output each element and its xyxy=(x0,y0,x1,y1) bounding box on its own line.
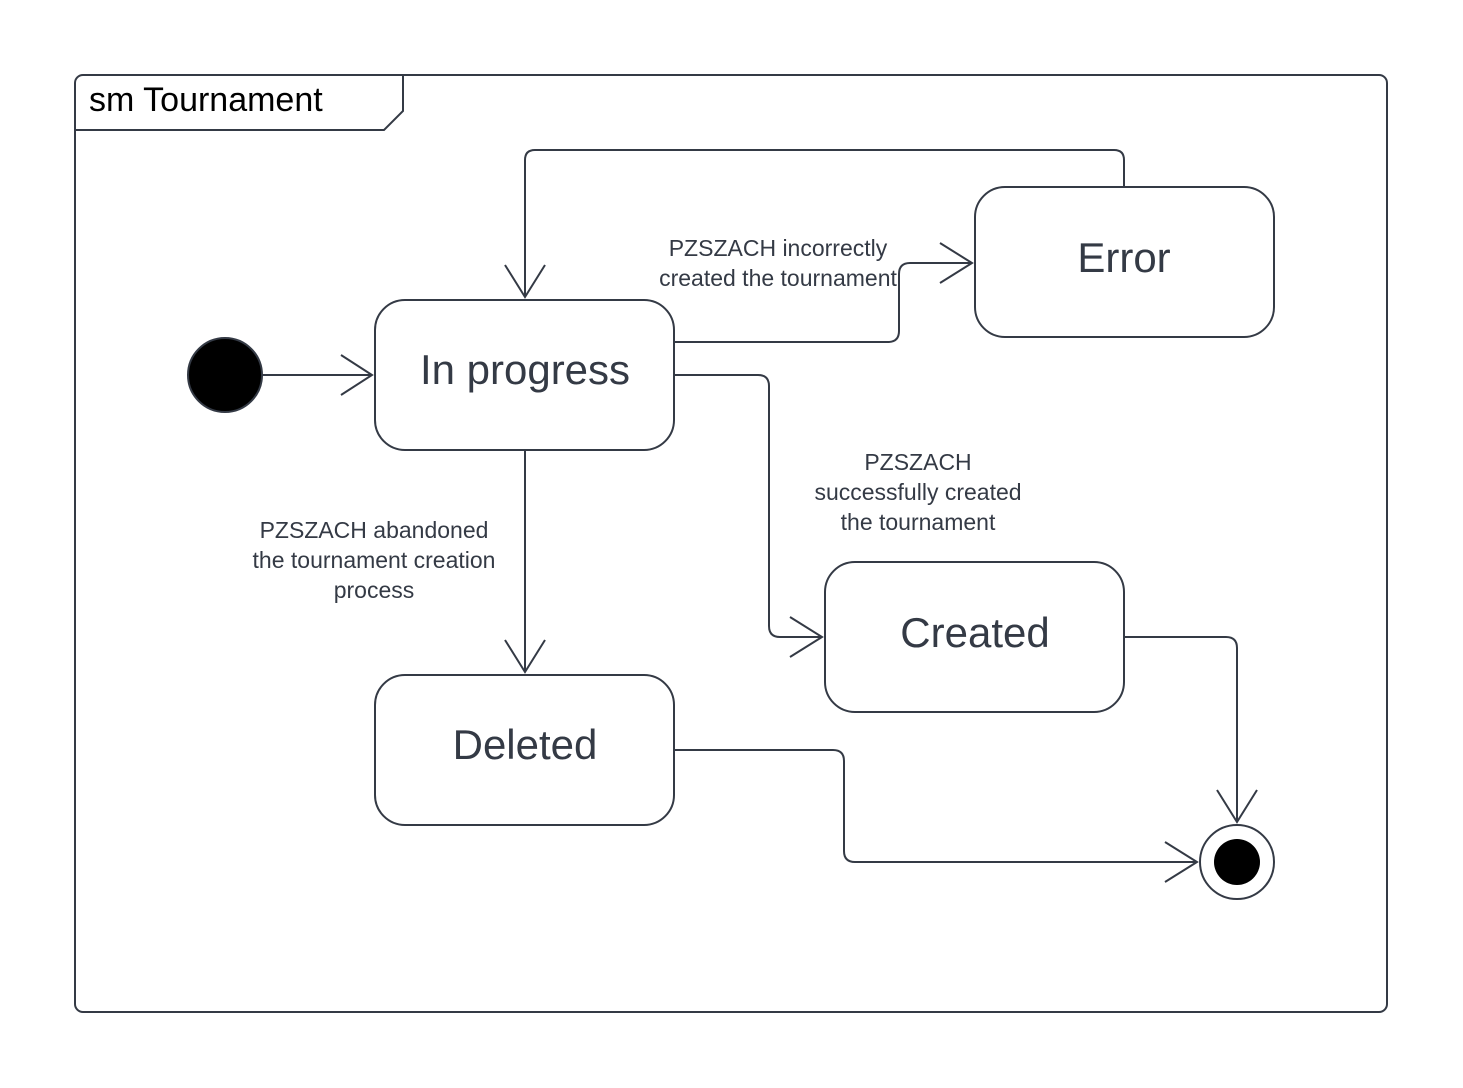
arrowhead-in-progress-from-initial xyxy=(340,354,374,396)
guard-to-deleted-line: process xyxy=(334,577,415,603)
arrowhead-deleted xyxy=(504,639,546,674)
state-error: Error xyxy=(974,186,1275,338)
state-error-label: Error xyxy=(1077,234,1170,281)
guard-to-error: PZSZACH incorrectly created the tourname… xyxy=(659,235,897,291)
state-created: Created xyxy=(824,561,1125,713)
edge-deleted-to-final xyxy=(675,749,1196,863)
arrowhead-final-from-created xyxy=(1216,789,1258,824)
arrowhead-error xyxy=(939,242,974,284)
guard-to-created-line: successfully created xyxy=(814,479,1021,505)
guard-to-deleted: PZSZACH abandoned the tournament creatio… xyxy=(253,517,496,603)
edge-in-progress-to-error xyxy=(675,262,971,343)
frame-title-tab xyxy=(75,75,404,131)
guard-to-created-line: the tournament xyxy=(841,509,996,535)
state-created-label: Created xyxy=(900,609,1049,656)
arrowhead-final-from-deleted xyxy=(1164,841,1199,883)
arrowhead-created xyxy=(789,616,824,658)
state-in-progress-label: In progress xyxy=(420,346,630,393)
state-deleted-label: Deleted xyxy=(453,721,598,768)
initial-state-node xyxy=(187,337,263,413)
arrowhead-in-progress-from-error xyxy=(504,264,546,299)
guard-to-error-line: PZSZACH incorrectly xyxy=(669,235,888,261)
final-state-dot xyxy=(1214,839,1260,885)
frame-border xyxy=(74,74,1388,1013)
state-deleted: Deleted xyxy=(374,674,675,826)
guard-to-created: PZSZACH successfully created the tournam… xyxy=(814,449,1021,535)
guard-to-deleted-line: the tournament creation xyxy=(253,547,496,573)
guard-to-error-line: created the tournament xyxy=(659,265,897,291)
frame-title: sm Tournament xyxy=(89,81,323,119)
guard-to-deleted-line: PZSZACH abandoned xyxy=(260,517,489,543)
guard-to-created-line: PZSZACH xyxy=(864,449,971,475)
edge-created-to-final xyxy=(1125,636,1238,821)
edge-in-progress-to-created xyxy=(675,374,821,638)
edge-error-to-in-progress xyxy=(524,149,1125,296)
state-in-progress: In progress xyxy=(374,299,675,451)
